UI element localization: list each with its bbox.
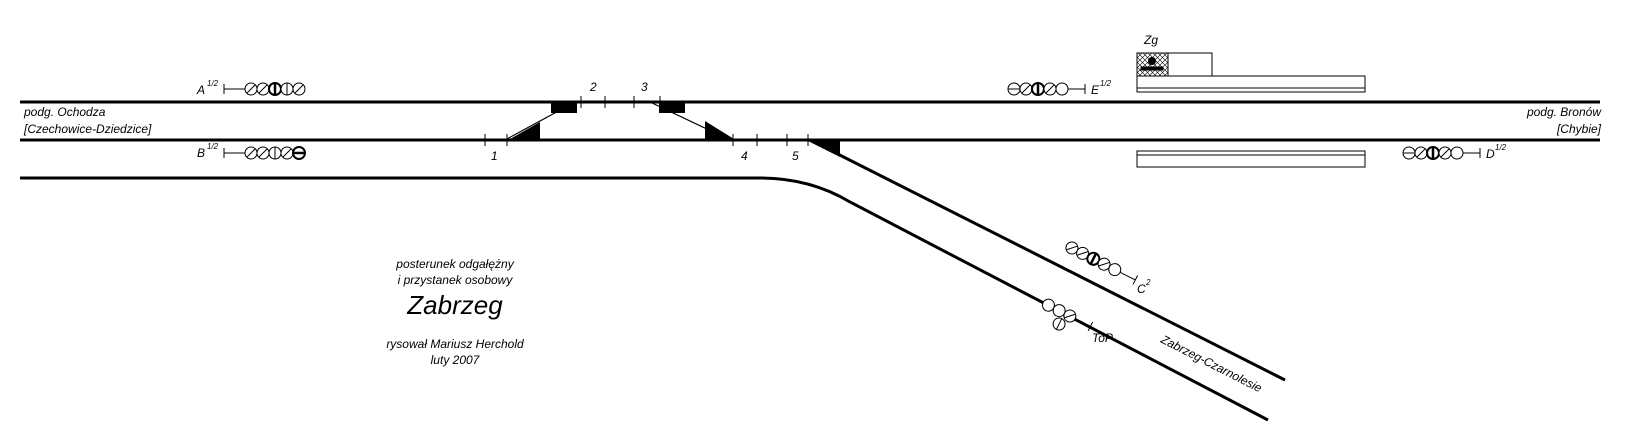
signal-a-label: A	[196, 83, 205, 97]
date: luty 2007	[431, 353, 481, 367]
signal-mast	[1074, 318, 1091, 327]
switch-label-2: 2	[589, 80, 597, 94]
lamp-stroke	[1089, 252, 1098, 265]
switch-4-wedge	[705, 121, 734, 139]
lamp-stroke	[1440, 148, 1450, 158]
switch-label-3: 3	[641, 80, 648, 94]
signal-top	[1041, 298, 1094, 332]
switch-1-wedge	[510, 122, 540, 139]
switch-label-1: 1	[491, 149, 498, 163]
signal-c	[1065, 241, 1138, 285]
signal-b: B 1/2	[197, 142, 306, 160]
lamp-stroke	[1055, 318, 1063, 330]
signal-d-label: D	[1486, 147, 1495, 161]
signal-d-sup: 1/2	[1495, 143, 1507, 152]
lamp-stroke	[258, 84, 268, 94]
signal-d: D 1/2	[1402, 143, 1507, 161]
lamp-stroke	[246, 148, 256, 158]
platforms	[1136, 75, 1366, 168]
lamp-stroke	[1064, 313, 1076, 319]
switch-5-wedge	[808, 141, 840, 157]
signal-e: E 1/2	[1007, 79, 1112, 97]
title-line-2: i przystanek osobowy	[398, 273, 514, 287]
lamp	[1055, 82, 1069, 96]
author: rysował Mariusz Herchold	[386, 337, 524, 351]
signal-c-label: C	[1137, 282, 1146, 296]
platform-1	[1136, 75, 1366, 93]
lamp	[1450, 146, 1464, 160]
switch-markers	[510, 103, 840, 157]
lamp-stroke	[1045, 84, 1055, 94]
lamp-stroke	[1098, 261, 1110, 267]
lamp-stroke	[1066, 245, 1078, 251]
signal-a-sup: 1/2	[207, 79, 219, 88]
building-bar	[1140, 66, 1164, 71]
signal-e-sup: 1/2	[1100, 79, 1112, 88]
lamp-stroke	[1077, 251, 1089, 256]
left-end-sub: [Czechowice-Dziedzice]	[23, 122, 152, 136]
signal-mast	[1132, 275, 1138, 285]
building-dot	[1148, 57, 1156, 65]
lamp-stroke	[1416, 148, 1426, 158]
lamp-stroke	[282, 148, 292, 158]
isolation-joints	[484, 96, 809, 146]
building-label: Zg	[1143, 33, 1158, 47]
signal-mast	[1087, 321, 1094, 332]
track-3-branch-curve	[20, 176, 1269, 422]
title-line-1: posterunek odgałężny	[395, 257, 514, 271]
building-body	[1167, 52, 1213, 77]
signal-e-label: E	[1091, 83, 1100, 97]
right-end-name: podg. Bronów	[1526, 105, 1602, 119]
tracks	[20, 100, 1600, 422]
signal-b-label: B	[197, 146, 205, 160]
signal-b-sup: 1/2	[207, 142, 219, 151]
switch-label-5: 5	[792, 149, 799, 163]
lamp-stroke	[294, 84, 304, 94]
signal-top-label: ToP	[1092, 331, 1113, 345]
branch-track	[809, 138, 1286, 382]
switch-3-block	[659, 103, 685, 113]
signal-mast	[1119, 271, 1136, 281]
platform-2	[1136, 150, 1366, 168]
signal-c-sup: 2	[1145, 278, 1151, 287]
left-end-name: podg. Ochodza	[23, 105, 106, 119]
station-name: Zabrzeg	[406, 290, 503, 320]
right-end-sub: [Chybie]	[1556, 122, 1602, 136]
lamp-stroke	[1021, 84, 1031, 94]
title-block: posterunek odgałężny i przystanek osobow…	[386, 257, 524, 367]
signal-a: A 1/2	[196, 79, 306, 97]
lamp-stroke	[258, 148, 268, 158]
station-building	[1136, 52, 1213, 77]
switch-2-block	[551, 103, 577, 113]
lamp-stroke	[246, 84, 256, 94]
switch-label-4: 4	[741, 149, 748, 163]
